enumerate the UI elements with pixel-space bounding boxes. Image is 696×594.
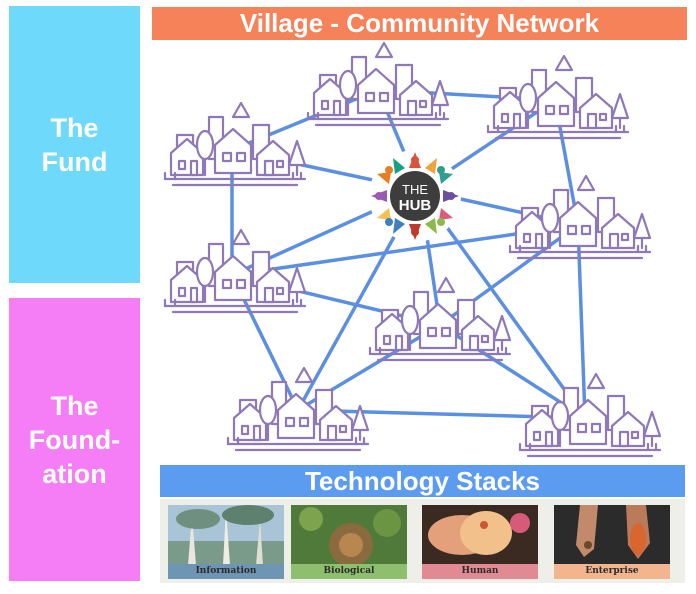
stack-human: Human bbox=[422, 505, 538, 579]
network-title: Village - Community Network bbox=[152, 7, 687, 40]
village-node-top bbox=[306, 41, 450, 127]
enterprise-hands-leaf-image bbox=[554, 505, 670, 565]
fund-panel: The Fund bbox=[9, 6, 140, 283]
village-node-bottom-right bbox=[518, 372, 662, 458]
stack-information: Information bbox=[168, 505, 284, 579]
foundation-panel: The Found- ation bbox=[9, 298, 140, 581]
network-links bbox=[230, 88, 587, 420]
stack-label-biological: Biological bbox=[291, 564, 407, 579]
village-node-right bbox=[508, 174, 652, 260]
stack-label-enterprise: Enterprise bbox=[554, 564, 670, 579]
technology-stacks-title: Technology Stacks bbox=[160, 465, 685, 497]
biological-moss-image bbox=[291, 505, 407, 565]
human-hibiscus-image bbox=[422, 505, 538, 565]
stack-label-information: Information bbox=[168, 564, 284, 579]
stack-label-human: Human bbox=[422, 564, 538, 579]
technology-stacks-panel: Information Biological Human Enterp bbox=[160, 499, 685, 583]
stack-enterprise: Enterprise bbox=[554, 505, 670, 579]
community-network-diagram: THE HUB bbox=[163, 41, 662, 458]
village-node-top-right bbox=[486, 54, 630, 140]
village-node-mid-left bbox=[163, 228, 307, 314]
hub-people-circle-icon: THE HUB bbox=[369, 150, 461, 242]
village-node-upper-left bbox=[163, 101, 307, 187]
stack-biological: Biological bbox=[291, 505, 407, 579]
hub-label-line1: THE bbox=[402, 182, 428, 197]
foundation-label: The Found- ation bbox=[28, 390, 121, 489]
fund-label: The Fund bbox=[41, 112, 108, 177]
hub-label-line2: HUB bbox=[399, 197, 432, 214]
information-forest-image bbox=[168, 505, 284, 565]
